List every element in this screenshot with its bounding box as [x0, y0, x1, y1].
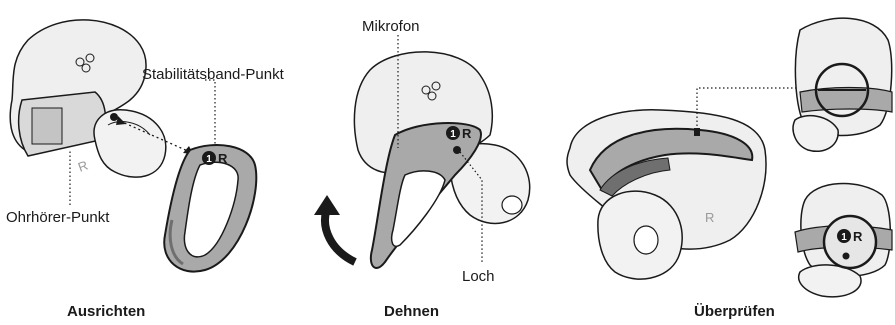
band-number-3: 1 [841, 232, 847, 243]
caption-check: Überprüfen [694, 303, 775, 321]
label-microphone: Mikrofon [362, 18, 420, 36]
caption-align: Ausrichten [67, 303, 145, 321]
label-earbud-point: Ohrhörer-Punkt [6, 209, 109, 227]
band-side-letter-1: R [218, 151, 228, 166]
panel-stretch-illustration [314, 35, 530, 268]
svg-text:R: R [705, 210, 714, 225]
zoom-dot [843, 253, 850, 260]
band-side-letter-2: R [462, 126, 472, 141]
label-hole: Loch [462, 268, 495, 286]
label-stability-band-point: Stabilitätsband-Punkt [142, 66, 284, 84]
panel-align-illustration: R [10, 20, 256, 272]
svg-text:R: R [76, 158, 90, 175]
zoom-circle-bottom [824, 216, 876, 268]
band-number-1: 1 [206, 154, 212, 165]
caption-stretch: Dehnen [384, 303, 439, 321]
ear-tip [94, 110, 166, 177]
earbud-point-dot [110, 113, 118, 121]
panel-check-illustration: R [567, 18, 892, 297]
band-number-2: 1 [450, 129, 456, 140]
band-side-letter-3: R [853, 229, 863, 244]
band-hole [453, 146, 461, 154]
stretch-arrow [325, 212, 355, 262]
